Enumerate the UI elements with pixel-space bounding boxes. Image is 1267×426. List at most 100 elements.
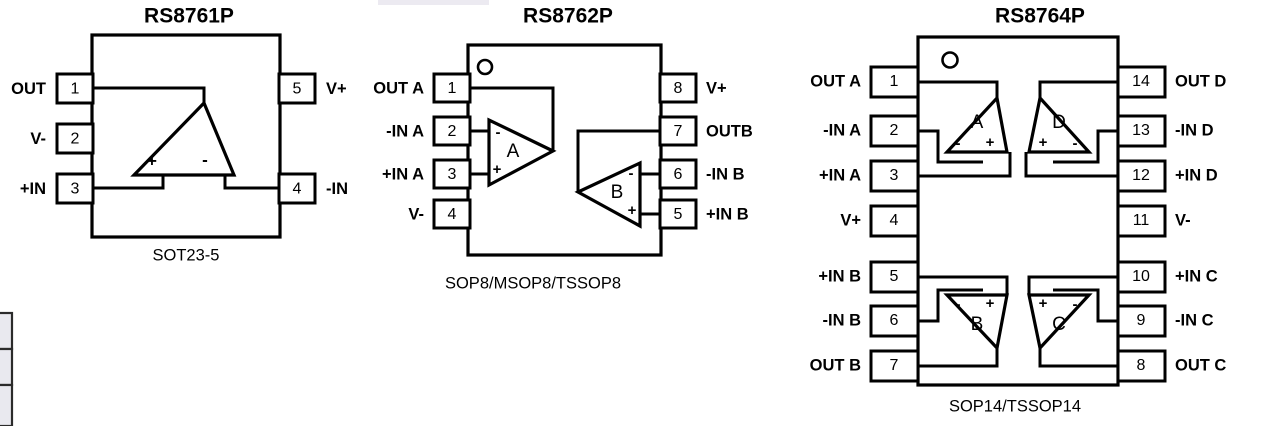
pin-label-v-neg: V- xyxy=(1175,211,1191,229)
pin-label-out-b: OUT B xyxy=(810,356,861,374)
amplifier-c-inverting-sign-rs8764p: - xyxy=(1073,296,1078,313)
pin-5-rs8762p[interactable]: 5 +IN B xyxy=(658,198,749,230)
pin-number-4: 4 xyxy=(448,206,457,223)
amplifier-d-symbol-rs8764p xyxy=(1027,94,1093,154)
pin-1-rs8762p[interactable]: 1 OUT A xyxy=(373,72,472,104)
pin-3-rs8764p[interactable]: 3 +IN A xyxy=(819,159,920,193)
amplifier-c-label-rs8764p: C xyxy=(1052,314,1066,335)
amplifier-b-label-rs8762p: B xyxy=(611,182,624,203)
pin-label-v-neg: V- xyxy=(408,205,424,223)
left-pins-rs8762p: 1 OUT A 2 -IN A 3 +IN A 4 V- xyxy=(373,72,472,230)
bottom-left-table-fragment xyxy=(0,311,14,426)
pin-number-2: 2 xyxy=(71,131,80,148)
trace-minus-in-rs8761p xyxy=(223,175,280,190)
ic-body-rs8764p xyxy=(916,35,1120,387)
pin-4-rs8762p[interactable]: 4 V- xyxy=(408,198,472,230)
amplifier-b-noninverting-sign-rs8762p: + xyxy=(628,202,637,219)
trace-plus-in-b-rs8764p xyxy=(918,275,1009,295)
pin-2-rs8764p[interactable]: 2 -IN A xyxy=(823,114,920,148)
pin-14-rs8764p[interactable]: 14 OUT D xyxy=(1116,65,1226,99)
pin-label-out-a: OUT A xyxy=(373,79,424,97)
pin-7-rs8762p[interactable]: 7 OUTB xyxy=(658,115,753,147)
pin-label-out-b: OUTB xyxy=(706,122,753,140)
trace-minus-in-c-rs8764p xyxy=(1053,288,1118,323)
pin-label-out-d: OUT D xyxy=(1175,72,1226,90)
package-name-rs8761p: SOT23-5 xyxy=(153,246,220,264)
pin-number-6: 6 xyxy=(890,312,899,329)
amplifier-inverting-sign-rs8761p: - xyxy=(202,150,208,169)
pin-number-1: 1 xyxy=(890,73,899,90)
pin-label-plus-in-a: +IN A xyxy=(819,166,861,184)
trace-plus-in-c-rs8764p xyxy=(1027,275,1118,295)
trace-out-b-rs8762p xyxy=(576,129,661,192)
left-pins-rs8764p: 1 OUT A 2 -IN A 3 +IN A 4 V+ xyxy=(810,65,920,383)
pin-number-11: 11 xyxy=(1133,212,1150,229)
pin-label-plus-in-a: +IN A xyxy=(382,165,424,183)
pin-8-rs8764p[interactable]: 8 OUT C xyxy=(1116,349,1226,383)
pin-6-rs8764p[interactable]: 6 -IN B xyxy=(823,304,920,338)
trace-out-c-rs8764p xyxy=(1038,348,1118,368)
pin-9-rs8764p[interactable]: 9 -IN C xyxy=(1116,304,1214,338)
pin-number-2: 2 xyxy=(448,123,457,140)
amplifier-a-symbol-rs8764p xyxy=(943,94,1009,154)
amplifier-d-noninverting-sign-rs8764p: + xyxy=(1039,134,1048,151)
trace-out-d-rs8764p xyxy=(1038,80,1118,98)
trace-plus-in-d-rs8764p xyxy=(1024,152,1118,178)
pin-10-rs8764p[interactable]: 10 +IN C xyxy=(1116,260,1218,294)
trace-minus-in-a-rs8764p xyxy=(918,129,983,164)
pin-number-9: 9 xyxy=(1137,312,1146,329)
pin-number-4: 4 xyxy=(293,181,302,198)
pin-5-rs8761p[interactable]: 5 V+ xyxy=(277,72,347,105)
pin-12-rs8764p[interactable]: 12 +IN D xyxy=(1116,159,1218,193)
pin1-marker-icon-rs8762p xyxy=(476,58,494,76)
pin-1-rs8764p[interactable]: 1 OUT A xyxy=(810,65,920,99)
trace-plus-in-rs8761p xyxy=(92,175,165,190)
pin-11-rs8764p[interactable]: 11 V- xyxy=(1116,204,1191,238)
pin-3-rs8761p[interactable]: 3 +IN xyxy=(20,172,95,205)
pin-number-7: 7 xyxy=(890,357,899,374)
pin-label-v-pos: V+ xyxy=(326,80,347,98)
pin-label-out: OUT xyxy=(11,80,46,98)
pin-number-1: 1 xyxy=(71,81,80,98)
pin-number-8: 8 xyxy=(1137,357,1146,374)
pin-number-5: 5 xyxy=(674,206,683,223)
package-name-rs8762p: SOP8/MSOP8/TSSOP8 xyxy=(445,274,621,292)
package-rs8762p: RS8762P A - + B - + 1 xyxy=(373,5,753,293)
pin-5-rs8764p[interactable]: 5 +IN B xyxy=(818,260,920,294)
pin-7-rs8764p[interactable]: 7 OUT B xyxy=(810,349,920,383)
package-title-rs8764p: RS8764P xyxy=(995,5,1085,28)
pin-1-rs8761p[interactable]: 1 OUT xyxy=(11,72,95,105)
amplifier-b-label-rs8764p: B xyxy=(971,314,984,335)
amplifier-a-noninverting-sign-rs8764p: + xyxy=(986,134,995,151)
pin-8-rs8762p[interactable]: 8 V+ xyxy=(658,72,727,104)
pin-label-minus-in-a: -IN A xyxy=(823,121,861,139)
pin-label-minus-in-c: -IN C xyxy=(1175,311,1214,329)
pin-3-rs8762p[interactable]: 3 +IN A xyxy=(382,158,472,190)
pin-label-plus-in-d: +IN D xyxy=(1175,166,1218,184)
amplifier-c-symbol-rs8764p xyxy=(1027,293,1093,352)
pin-label-v-pos: V+ xyxy=(706,79,727,97)
trace-out-a-rs8762p xyxy=(468,86,555,151)
trace-out-rs8761p xyxy=(92,86,206,103)
pin-2-rs8761p[interactable]: 2 V- xyxy=(30,122,95,155)
pin-number-4: 4 xyxy=(890,212,899,229)
amplifier-a-inverting-sign-rs8764p: - xyxy=(956,135,961,152)
package-rs8761p: RS8761P + - 1 OUT 2 xyxy=(11,5,348,265)
pin-6-rs8762p[interactable]: 6 -IN B xyxy=(658,158,745,190)
pin-4-rs8761p[interactable]: 4 -IN xyxy=(277,172,348,205)
pin-label-plus-in: +IN xyxy=(20,180,46,198)
amplifier-symbol-rs8761p xyxy=(130,100,237,177)
pin1-marker-icon-rs8764p xyxy=(941,51,959,69)
amplifier-b-inverting-sign-rs8762p: - xyxy=(629,165,634,182)
pin-label-out-a: OUT A xyxy=(810,72,861,90)
amplifier-b-noninverting-sign-rs8764p: + xyxy=(986,295,995,312)
pin-4-rs8764p[interactable]: 4 V+ xyxy=(840,204,920,238)
amplifier-d-label-rs8764p: D xyxy=(1052,112,1066,133)
pin-13-rs8764p[interactable]: 13 -IN D xyxy=(1116,114,1214,148)
pin-2-rs8762p[interactable]: 2 -IN A xyxy=(386,115,472,147)
trace-out-b-rs8764p xyxy=(918,348,999,368)
pin-number-5: 5 xyxy=(890,268,899,285)
amplifier-a-symbol-rs8762p xyxy=(487,117,557,188)
